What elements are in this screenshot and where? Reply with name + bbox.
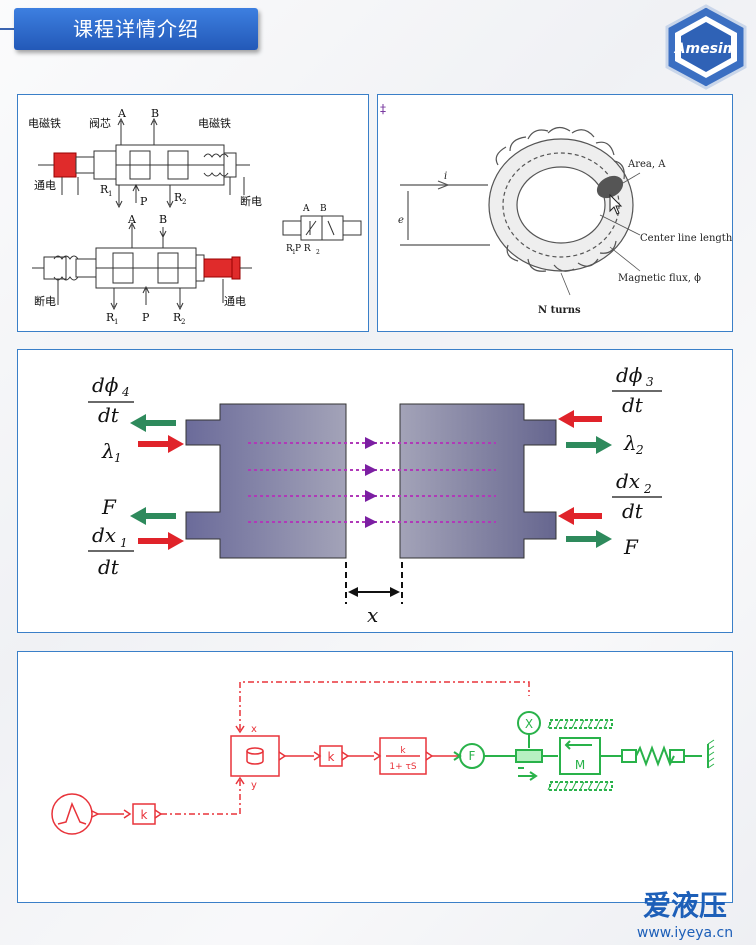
toroid-turns: N turns bbox=[538, 305, 581, 316]
sensor-label: X bbox=[525, 717, 533, 731]
valve-bottom-port-p: P bbox=[142, 311, 150, 324]
valve-top-right-solenoid: 电磁铁 bbox=[198, 117, 231, 130]
toroid-center-line: Center line length, bbox=[640, 233, 732, 244]
valve-bottom-port-r1-sub: 1 bbox=[114, 318, 118, 326]
left-dx-num: dx bbox=[92, 523, 116, 547]
gain1-label: k bbox=[141, 808, 148, 822]
valve-top-port-r1-sub: 1 bbox=[108, 190, 112, 198]
left-top-den: dt bbox=[98, 403, 120, 427]
valve-bottom-port-r1: R bbox=[106, 311, 115, 324]
valve-top-deenergized: 断电 bbox=[240, 194, 262, 208]
amesim-logo: Amesim bbox=[665, 4, 747, 90]
spring bbox=[635, 745, 675, 767]
right-dx-num: dx bbox=[616, 469, 640, 493]
toroid-current: i bbox=[444, 171, 447, 182]
page-title: 课程详情介绍 bbox=[14, 8, 258, 50]
mass-label: M bbox=[575, 758, 585, 772]
valve-symbol-r2-sub: 2 bbox=[316, 249, 320, 256]
valve-top-port-r1: R bbox=[100, 183, 109, 196]
valve-top-port-r2-sub: 2 bbox=[182, 198, 186, 206]
left-top-sub: 4 bbox=[121, 385, 130, 399]
left-lambda: λ bbox=[101, 439, 115, 463]
signal-source bbox=[51, 793, 93, 835]
right-lambda-sub: 2 bbox=[635, 443, 644, 457]
valve-bottom-port-r2-sub: 2 bbox=[181, 318, 185, 326]
left-lambda-sub: 1 bbox=[114, 451, 122, 465]
toroid-emf: e bbox=[398, 215, 404, 226]
toroid-diagram: ‡ i e Area, A Center line length, Magnet… bbox=[380, 102, 732, 316]
right-force: F bbox=[623, 535, 639, 559]
gain2-label: k bbox=[328, 750, 335, 764]
valve-top-energized: 通电 bbox=[34, 179, 56, 192]
valve-top-left-solenoid: 电磁铁 bbox=[28, 117, 61, 130]
watermark-url: www.iyeya.cn bbox=[637, 925, 733, 941]
left-dx-den: dt bbox=[98, 555, 120, 579]
toroid-area: Area, A bbox=[627, 159, 666, 170]
left-force: F bbox=[101, 495, 117, 519]
port-y-label: y bbox=[251, 780, 257, 791]
valve-top-port-b: B bbox=[151, 107, 159, 120]
corner-mark-icon: ‡ bbox=[380, 102, 386, 116]
left-arrows bbox=[130, 414, 184, 550]
cursor-icon bbox=[609, 193, 623, 215]
right-top-sub: 3 bbox=[646, 375, 654, 389]
right-arrows bbox=[558, 410, 612, 548]
valve-symbol-r: R bbox=[286, 244, 293, 254]
valve-symbol-port-a: A bbox=[302, 204, 310, 214]
valve-symbol-r1-sub: 1 bbox=[292, 249, 296, 256]
right-lambda: λ bbox=[623, 431, 637, 455]
force-label: F bbox=[469, 749, 476, 763]
amesim-model-diagram: k k k 1+ τS x y F M X bbox=[51, 681, 715, 835]
magnet-gap-diagram: dϕ 4 dt λ 1 F dx 1 dt dϕ 3 dt λ 2 dx 2 d… bbox=[88, 363, 662, 627]
right-dx-sub: 2 bbox=[643, 482, 652, 496]
gap-label: x bbox=[367, 603, 378, 627]
valve-symbol-port-b: B bbox=[320, 204, 327, 214]
valve-top-port-r2: R bbox=[174, 191, 183, 204]
right-top-num: dϕ bbox=[616, 363, 643, 387]
port-x-label: x bbox=[251, 724, 257, 735]
magnet-gap-panel: dϕ 4 dt λ 1 F dx 1 dt dϕ 3 dt λ 2 dx 2 d… bbox=[17, 349, 733, 633]
valve-bottom-port-b: B bbox=[159, 213, 167, 226]
valve-bottom-deenergized: 断电 bbox=[34, 294, 56, 308]
valve-bottom-port-r2: R bbox=[173, 311, 182, 324]
valve-top-port-a: A bbox=[117, 107, 127, 120]
solenoid-block bbox=[230, 735, 280, 777]
valve-bottom-energized: 通电 bbox=[224, 295, 246, 308]
amesim-model-panel: k k k 1+ τS x y F M X bbox=[17, 651, 733, 903]
iyeya-watermark: 爱液压 www.iyeya.cn bbox=[637, 889, 733, 941]
transfer-function-block bbox=[379, 737, 427, 775]
toroid-panel: ‡ i e Area, A Center line length, Magnet… bbox=[377, 94, 733, 332]
toroid-flux: Magnetic flux, ϕ bbox=[618, 273, 701, 284]
valve-top-port-p: P bbox=[140, 195, 148, 208]
tf-den-label: 1+ τS bbox=[389, 762, 417, 772]
logo-text: Amesim bbox=[674, 41, 738, 57]
watermark-brand: 爱液压 bbox=[643, 889, 727, 922]
right-dx-den: dt bbox=[622, 499, 644, 523]
left-top-num: dϕ bbox=[92, 373, 119, 397]
valve-bottom-port-a: A bbox=[127, 213, 137, 226]
gain-block-1 bbox=[132, 803, 156, 825]
valve-panel: 电磁铁 阀芯 电磁铁 A B R 1 P R 2 通电 断电 A B R 1 P… bbox=[17, 94, 369, 332]
gain-block-2 bbox=[319, 745, 343, 767]
right-top-den: dt bbox=[622, 393, 644, 417]
valve-symbol-p: P R bbox=[295, 244, 311, 254]
valve-top-spool: 阀芯 bbox=[89, 116, 111, 130]
left-dx-sub: 1 bbox=[120, 536, 128, 550]
tf-num-label: k bbox=[400, 746, 406, 756]
valve-diagram: 电磁铁 阀芯 电磁铁 A B R 1 P R 2 通电 断电 A B R 1 P… bbox=[28, 107, 362, 326]
